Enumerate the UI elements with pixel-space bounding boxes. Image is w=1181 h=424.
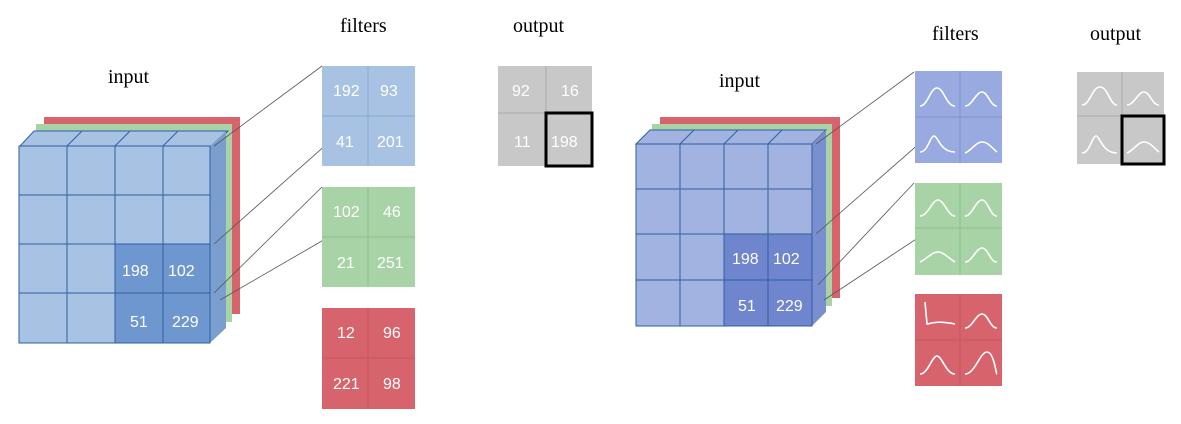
bell-curve-icon [964,91,998,107]
right-side-face [812,130,826,326]
output-cell: 198 [551,134,578,151]
bell-curve-icon [964,199,998,217]
right-output-label: output [1090,23,1142,45]
output-highlight-box [544,111,594,168]
bell-curve-icon [919,87,956,107]
left-output-label: output [513,15,565,37]
right-input-cell: 102 [773,251,800,268]
left-input-cell: 229 [172,314,199,331]
right-filter-red [915,294,1002,386]
right-output-grid [1077,72,1166,166]
right-input-volume: 198 102 51 229 [634,117,840,327]
bell-curve-icon [919,135,956,153]
right-filters-label: filters [932,23,979,45]
bell-curve-icon [1081,86,1118,106]
bell-curve-icon [964,313,998,329]
right-filter-blue [915,71,1002,163]
right-input-cell: 198 [732,251,759,268]
filter-green-cell: 251 [377,255,404,272]
filter-red-cell: 221 [333,376,360,393]
filter-green-cell: 46 [383,204,401,221]
left-side-face [210,131,226,343]
left-input-cell: 198 [122,263,149,280]
left-input-cell: 51 [130,314,148,331]
left-input-volume: 198 102 51 229 [18,117,240,344]
right-input-label: input [719,70,761,92]
output-cell: 92 [512,83,530,100]
bell-curve-icon [919,251,956,263]
filter-blue-cell: 192 [333,83,360,100]
output-cell: 16 [561,83,579,100]
bell-curve-icon [1126,91,1160,106]
bell-curve-icon [964,141,998,154]
left-input-cell: 102 [168,263,195,280]
bell-curve-icon [1081,135,1118,154]
left-filter-red: 12 96 221 98 [322,308,415,409]
filter-red-cell: 96 [383,325,401,342]
bell-curve-icon [1126,141,1160,154]
filter-green-cell: 102 [333,204,360,221]
left-output-grid: 92 16 11 198 [498,66,594,168]
left-filter-green: 102 46 21 251 [322,187,415,287]
output-highlight-box [1120,114,1166,166]
left-top-face [18,130,230,147]
filter-red-cell: 12 [337,325,355,342]
left-filters-label: filters [340,15,387,37]
filter-blue-cell: 93 [380,83,398,100]
right-filter-green [915,183,1002,275]
bell-curve-icon [964,351,998,375]
bell-curve-icon [919,355,956,375]
filter-green-cell: 21 [337,255,355,272]
left-input-label: input [108,66,150,88]
filter-blue-cell: 201 [377,134,404,151]
spike-curve-icon [924,301,956,325]
bell-curve-icon [964,247,998,263]
left-filter-blue: 192 93 41 201 [322,66,415,166]
output-cell: 11 [514,134,531,151]
right-input-cell: 51 [738,298,756,315]
bell-curve-icon [919,199,956,217]
right-input-cell: 229 [776,298,803,315]
filter-blue-cell: 41 [336,134,354,151]
filter-red-cell: 98 [383,376,401,393]
